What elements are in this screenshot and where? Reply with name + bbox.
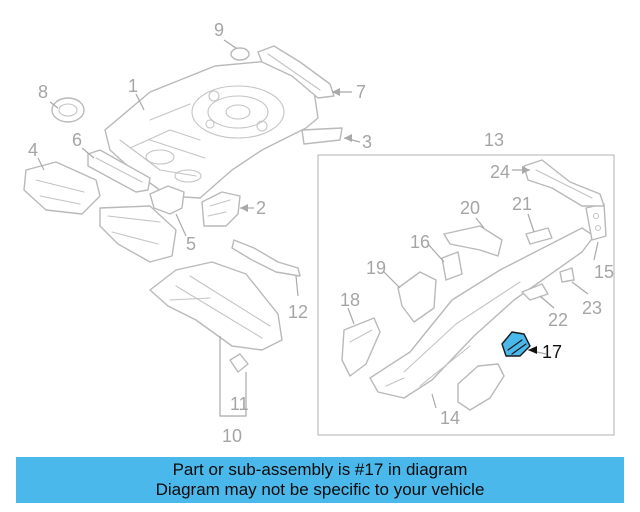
- leader-lines: [37, 39, 599, 417]
- leader-arrowheads: [240, 88, 537, 354]
- part-22-bracket: [521, 283, 549, 301]
- subassembly-13-box: [317, 154, 615, 436]
- part-21-plate: [525, 227, 553, 245]
- callout-7: 7: [356, 82, 366, 102]
- callout-23: 23: [582, 298, 602, 318]
- part-4-side-rail: [23, 161, 101, 215]
- part-24-upper-member: [523, 159, 605, 207]
- callout-1: 1: [128, 76, 138, 96]
- callout-14: 14: [440, 408, 460, 428]
- callouts: 1 2 3 4 5 6 7 8 9 10 11 12 13 14 15 16 1…: [28, 20, 614, 446]
- part-6-cross-member: [87, 149, 151, 193]
- callout-5: 5: [186, 234, 196, 254]
- callout-10: 10: [222, 426, 242, 446]
- callout-18: 18: [340, 290, 360, 310]
- part-2-bracket: [201, 191, 241, 227]
- banner-line-2: Diagram may not be specific to your vehi…: [155, 480, 485, 499]
- callout-20: 20: [460, 198, 480, 218]
- callout-3: 3: [362, 132, 372, 152]
- callout-17: 17: [542, 342, 562, 362]
- parts-diagram: 1 2 3 4 5 6 7 8 9 10 11 12 13 14 15 16 1…: [23, 20, 615, 446]
- part-14-main-rail: [369, 227, 595, 399]
- part-9-grommet: [230, 47, 250, 61]
- part-17-highlighted-bracket[interactable]: [501, 331, 531, 357]
- callout-12: 12: [288, 302, 308, 322]
- callout-22: 22: [548, 310, 568, 330]
- part-lower-box-member: [457, 363, 505, 411]
- callout-15: 15: [594, 262, 614, 282]
- part-12-curved-arm: [231, 239, 301, 277]
- part-19-bracket: [397, 271, 437, 323]
- part-11-bracket: [229, 353, 249, 373]
- callout-21: 21: [512, 194, 532, 214]
- callout-19: 19: [366, 258, 386, 278]
- part-10-front-floor: [149, 261, 283, 351]
- callout-6: 6: [72, 130, 82, 150]
- part-18-panel: [341, 317, 381, 377]
- part-8-plug: [51, 97, 85, 123]
- part-7-upper-rail: [257, 45, 335, 99]
- part-5-bracket: [149, 185, 185, 215]
- banner-line-1: Part or sub-assembly is #17 in diagram: [172, 460, 468, 479]
- part-16-bracket: [441, 251, 463, 281]
- callout-9: 9: [214, 20, 224, 40]
- callout-4: 4: [28, 140, 38, 160]
- part-20-bracket: [443, 225, 503, 257]
- part-15-bracket: [585, 203, 607, 241]
- part-3-panel-strip: [301, 127, 343, 145]
- part-side-member: [99, 205, 177, 263]
- callout-11: 11: [230, 394, 249, 414]
- info-banner: Part or sub-assembly is #17 in diagram D…: [16, 457, 624, 503]
- callout-16: 16: [410, 232, 430, 252]
- callout-8: 8: [38, 82, 48, 102]
- callout-24: 24: [490, 162, 510, 182]
- callout-2: 2: [256, 198, 266, 218]
- callout-13: 13: [484, 130, 504, 150]
- part-23-clip: [559, 267, 575, 283]
